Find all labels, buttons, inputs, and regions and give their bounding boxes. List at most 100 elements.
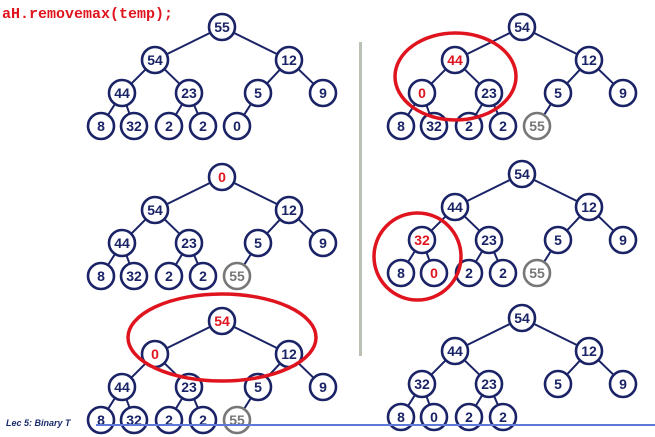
node-value: 5 — [254, 85, 262, 101]
heap-edge — [566, 68, 581, 85]
node-ring — [274, 195, 304, 225]
heap-edge — [533, 31, 578, 56]
node-value: 0 — [151, 346, 159, 362]
node-value: 8 — [97, 268, 105, 284]
heap-node: 55 — [222, 261, 252, 291]
node-value: 12 — [281, 202, 297, 218]
node-ring — [454, 402, 484, 432]
heap-node: 2 — [454, 402, 484, 432]
heap-edge — [407, 250, 416, 263]
heap-edge — [297, 218, 315, 235]
heap-node: 32 — [407, 225, 437, 255]
heap-edge — [566, 359, 581, 376]
node-ring — [308, 228, 338, 258]
node-ring — [140, 195, 170, 225]
heap-edge — [463, 359, 481, 376]
heap-edge — [430, 215, 447, 232]
node-ring — [174, 78, 204, 108]
heap-node: 12 — [574, 192, 604, 222]
node-ring — [119, 111, 149, 141]
node-ring — [419, 258, 449, 288]
node-ring — [608, 78, 638, 108]
heap-edge — [463, 68, 481, 85]
heap-edge — [543, 250, 552, 263]
node-value: 2 — [199, 412, 207, 428]
node-value: 44 — [447, 199, 463, 215]
node-value: 54 — [514, 310, 530, 326]
node-value: 9 — [619, 232, 627, 248]
heap-edge — [243, 253, 252, 266]
node-ring — [407, 225, 437, 255]
node-ring — [608, 369, 638, 399]
heap-edge — [266, 68, 281, 85]
heap-node: 12 — [274, 339, 304, 369]
heap-node: 55 — [207, 12, 237, 42]
heap-node: 9 — [608, 78, 638, 108]
node-value: 0 — [218, 169, 226, 185]
node-value: 32 — [126, 118, 142, 134]
node-value: 54 — [147, 52, 163, 68]
heap-edge — [543, 103, 552, 116]
node-ring — [386, 111, 416, 141]
heap-node: 12 — [274, 45, 304, 75]
heap-node: 44 — [440, 192, 470, 222]
node-value: 55 — [229, 268, 245, 284]
node-value: 44 — [447, 343, 463, 359]
node-value: 23 — [181, 85, 197, 101]
heap-edge — [243, 103, 252, 116]
footer-label: Lec 5: Binary T — [6, 418, 71, 428]
heap-node: 9 — [308, 228, 338, 258]
heap-node: 12 — [274, 195, 304, 225]
heap-edge — [163, 68, 181, 85]
node-value: 44 — [114, 235, 130, 251]
heap-edge — [533, 178, 578, 203]
heap-node: 54 — [207, 306, 237, 336]
node-ring — [86, 405, 116, 435]
heap-node: 2 — [188, 405, 218, 435]
heap-edge — [174, 103, 184, 116]
heap-node: 55 — [522, 258, 552, 288]
node-ring — [419, 402, 449, 432]
node-value: 2 — [165, 118, 173, 134]
node-value: 23 — [481, 85, 497, 101]
node-value: 8 — [397, 118, 405, 134]
heap-node: 8 — [386, 111, 416, 141]
node-value: 5 — [254, 235, 262, 251]
node-value: 55 — [214, 19, 230, 35]
node-ring — [86, 111, 116, 141]
node-value: 0 — [430, 409, 438, 425]
heap-edge — [233, 325, 278, 350]
node-ring — [107, 372, 137, 402]
heap-node: 32 — [119, 405, 149, 435]
node-value: 8 — [97, 118, 105, 134]
node-ring — [386, 258, 416, 288]
heap-edge — [425, 395, 431, 406]
node-value: 12 — [581, 199, 597, 215]
node-ring — [574, 336, 604, 366]
heap-node: 54 — [507, 303, 537, 333]
heap-edge — [407, 394, 416, 407]
node-ring — [86, 261, 116, 291]
node-ring — [407, 78, 437, 108]
node-value: 32 — [414, 232, 430, 248]
heap-edge — [463, 215, 481, 232]
node-ring — [608, 225, 638, 255]
node-ring — [154, 261, 184, 291]
heap-edge — [425, 104, 431, 115]
heap-edge — [193, 398, 199, 409]
node-value: 5 — [554, 376, 562, 392]
heap-node: 0 — [419, 402, 449, 432]
node-ring — [507, 303, 537, 333]
highlight-ring — [393, 31, 518, 122]
heap-edge — [174, 253, 184, 266]
node-value: 8 — [97, 412, 105, 428]
heap-node: 2 — [188, 111, 218, 141]
heap-edge — [466, 322, 511, 347]
node-ring — [507, 159, 537, 189]
heap-node: 44 — [440, 336, 470, 366]
heap-edge — [166, 31, 211, 56]
node-ring — [107, 78, 137, 108]
